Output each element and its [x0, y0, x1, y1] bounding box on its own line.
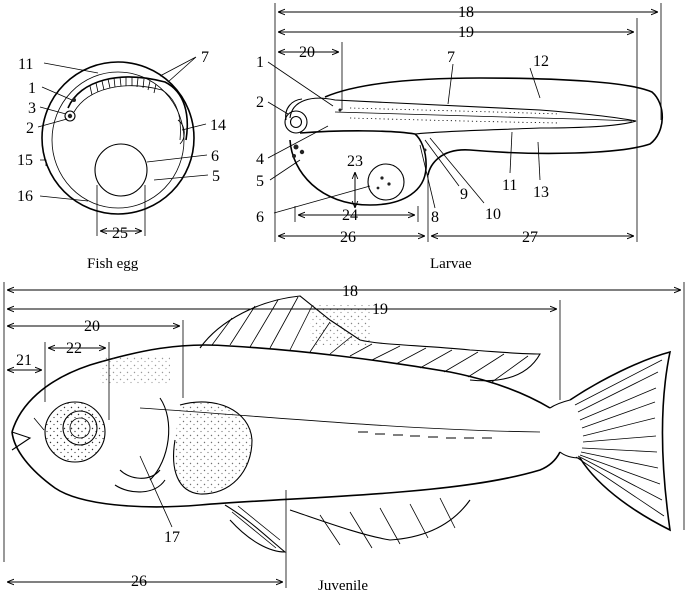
- egg-label-15: 15: [17, 152, 33, 169]
- larva-label-26: 26: [340, 229, 356, 246]
- egg-label-7: 7: [201, 49, 209, 66]
- egg-label-3: 3: [28, 100, 36, 117]
- larva-label-4: 4: [256, 151, 264, 168]
- egg-label-1: 1: [28, 80, 36, 97]
- egg-label-11: 11: [18, 56, 33, 73]
- juvenile-label-22: 22: [66, 340, 82, 357]
- larva-label-27: 27: [522, 229, 538, 246]
- egg-label-25: 25: [112, 225, 128, 242]
- egg-label-16: 16: [17, 188, 33, 205]
- larva-label-24: 24: [342, 207, 358, 224]
- egg-caption: Fish egg: [87, 256, 139, 272]
- larva-label-11: 11: [502, 177, 517, 194]
- juvenile-label-26: 26: [131, 573, 147, 590]
- fish-egg-drawing: [37, 56, 209, 236]
- larva-label-6: 6: [256, 209, 264, 226]
- juvenile-drawing: [3, 282, 685, 588]
- egg-somites: [89, 76, 157, 96]
- larva-label-5: 5: [256, 173, 264, 190]
- larva-label-23: 23: [347, 153, 363, 170]
- juvenile-label-18: 18: [342, 283, 358, 300]
- juvenile-label-19: 19: [372, 301, 388, 318]
- egg-label-2: 2: [26, 120, 34, 137]
- egg-label-14: 14: [210, 117, 226, 134]
- lateral-spots: [358, 431, 492, 439]
- larva-label-12: 12: [533, 53, 549, 70]
- larva-label-10: 10: [485, 206, 501, 223]
- larva-label-7: 7: [447, 49, 455, 66]
- larvae-caption: Larvae: [430, 256, 472, 272]
- larva-label-13: 13: [533, 184, 549, 201]
- larva-label-8: 8: [431, 209, 439, 226]
- egg-label-6: 6: [211, 148, 219, 165]
- egg-label-5: 5: [212, 168, 220, 185]
- juvenile-label-20: 20: [84, 318, 100, 335]
- juvenile-caption: Juvenile: [318, 578, 368, 592]
- juvenile-label-21: 21: [16, 352, 32, 369]
- larva-label-1: 1: [256, 54, 264, 71]
- larva-drawing: [267, 3, 663, 242]
- juvenile-label-17: 17: [164, 529, 180, 546]
- larva-label-19: 19: [458, 24, 474, 41]
- larva-label-20: 20: [299, 44, 315, 61]
- caudal-fin: [569, 350, 672, 532]
- larva-label-2: 2: [256, 94, 264, 111]
- larva-label-9: 9: [460, 186, 468, 203]
- larva-label-18: 18: [458, 4, 474, 21]
